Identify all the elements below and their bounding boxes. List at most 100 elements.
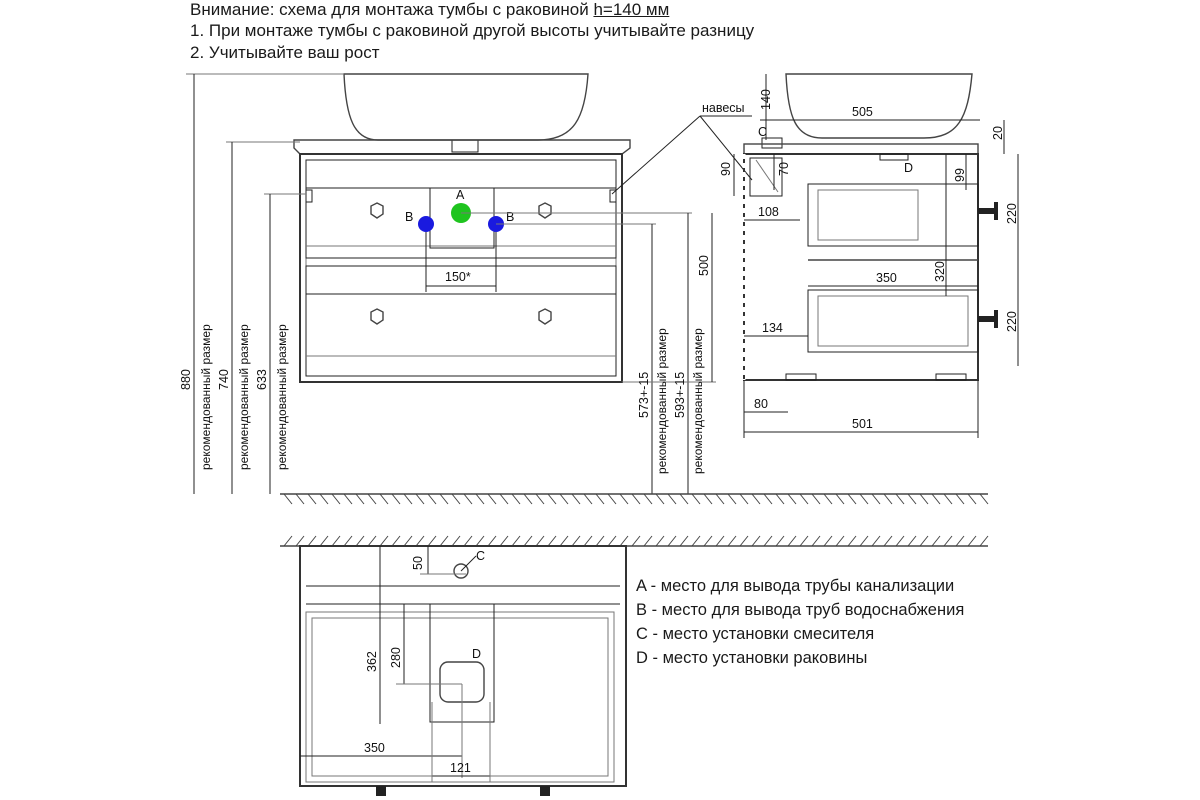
front-bottom-drawer <box>305 265 617 377</box>
floor-hatch <box>451 493 461 505</box>
floor-hatch <box>715 493 725 505</box>
floor-hatch <box>559 535 569 547</box>
floor-hatch <box>751 535 761 547</box>
side-marker-c: C <box>758 125 767 139</box>
floor-hatch <box>583 493 593 505</box>
dim-500: 500 <box>697 255 711 276</box>
floor-hatch <box>559 493 569 505</box>
dim-350-side: 350 <box>876 271 897 285</box>
floor-hatch <box>499 493 509 505</box>
floor-hatch <box>391 535 401 547</box>
floor-hatch <box>523 535 533 547</box>
floor-hatch <box>343 493 353 505</box>
floor-hatch <box>511 493 521 505</box>
floor-hatch <box>679 535 689 547</box>
marker-b-label-left: B <box>405 210 413 224</box>
floor-hatch <box>583 535 593 547</box>
floor-hatch <box>307 493 317 505</box>
floor-hatch <box>811 535 821 547</box>
floor-hatch <box>811 493 821 505</box>
recommended-633: рекомендованный размер <box>275 324 289 470</box>
side-top-drawer <box>807 183 979 247</box>
floor-hatch <box>379 493 389 505</box>
floor-hatch <box>751 493 761 505</box>
handle-icon <box>978 208 994 214</box>
floor-hatch <box>691 535 701 547</box>
floor-hatch <box>775 535 785 547</box>
floor-hatch <box>643 493 653 505</box>
floor-hatch <box>403 493 413 505</box>
floor-hatch <box>835 493 845 505</box>
side-bottom-drawer <box>807 289 979 353</box>
floor-hatch <box>487 535 497 547</box>
front-top-drawer <box>305 159 617 259</box>
dim-880: 880 <box>179 369 193 390</box>
dim-150: 150* <box>445 270 471 284</box>
warning-prefix: Внимание: схема для монтажа тумбы с рако… <box>190 0 594 19</box>
floor-hatch <box>571 535 581 547</box>
floor-hatch <box>619 493 629 505</box>
floor-hatch <box>331 493 341 505</box>
floor-hatch <box>955 493 965 505</box>
front-basin <box>343 73 589 141</box>
legend-a: A - место для вывода трубы канализации <box>636 577 955 595</box>
knob-icon <box>370 202 384 219</box>
floor-hatch <box>919 535 929 547</box>
floor-hatch <box>823 535 833 547</box>
dim-593: 593+-15 <box>673 372 687 418</box>
floor-hatch <box>283 535 293 547</box>
mixer-position-marker <box>453 563 469 579</box>
floor-hatch <box>907 535 917 547</box>
floor-hatch <box>919 493 929 505</box>
floor-hatch <box>355 493 365 505</box>
dim-140: 140 <box>759 89 773 110</box>
floor-hatch <box>343 535 353 547</box>
recommended-740: рекомендованный размер <box>237 324 251 470</box>
legend-c: C - место установки смесителя <box>636 625 875 643</box>
floor-hatch <box>667 493 677 505</box>
dim-99: 99 <box>953 168 967 182</box>
floor-hatch <box>427 493 437 505</box>
floor-hatch <box>463 493 473 505</box>
floor-hatch <box>775 493 785 505</box>
knob-icon <box>538 202 552 219</box>
legend-b: B - место для вывода труб водоснабжения <box>636 601 965 619</box>
floor-top <box>280 493 989 505</box>
floor-hatch <box>631 493 641 505</box>
floor-hatch <box>727 493 737 505</box>
floor-hatch <box>571 493 581 505</box>
floor-hatch <box>655 493 665 505</box>
floor-hatch <box>439 493 449 505</box>
floor-hatch <box>535 535 545 547</box>
floor-hatch <box>643 535 653 547</box>
floor-hatch <box>763 493 773 505</box>
floor-hatch <box>931 493 941 505</box>
warning-height: h=140 мм <box>593 0 670 19</box>
dim-220-bottom: 220 <box>1005 311 1019 332</box>
floor-hatch <box>679 493 689 505</box>
floor-hatch <box>403 535 413 547</box>
floor-hatch <box>691 493 701 505</box>
hinges-label: навесы <box>702 101 745 115</box>
floor-hatch <box>535 493 545 505</box>
floor-hatch <box>463 535 473 547</box>
floor-hatch <box>703 535 713 547</box>
floor-hatch <box>379 535 389 547</box>
floor-hatch <box>715 535 725 547</box>
side-view: D 140 505 C 20 90 70 99 108 220 320 <box>719 73 1019 438</box>
front-drain <box>451 139 479 153</box>
floor-hatch <box>967 493 977 505</box>
floor-hatch <box>799 493 809 505</box>
floor-hatch <box>415 493 425 505</box>
dim-505: 505 <box>852 105 873 119</box>
floor-hatch <box>931 535 941 547</box>
floor-hatch <box>307 535 317 547</box>
floor-hatch <box>367 493 377 505</box>
legend-d: D - место установки раковины <box>636 649 868 667</box>
water-outlet-marker-left <box>418 216 434 232</box>
side-marker-d: D <box>904 161 913 175</box>
floor-hatch <box>439 535 449 547</box>
floor-hatch <box>619 535 629 547</box>
floor-hatch <box>391 493 401 505</box>
floor-hatch <box>607 493 617 505</box>
